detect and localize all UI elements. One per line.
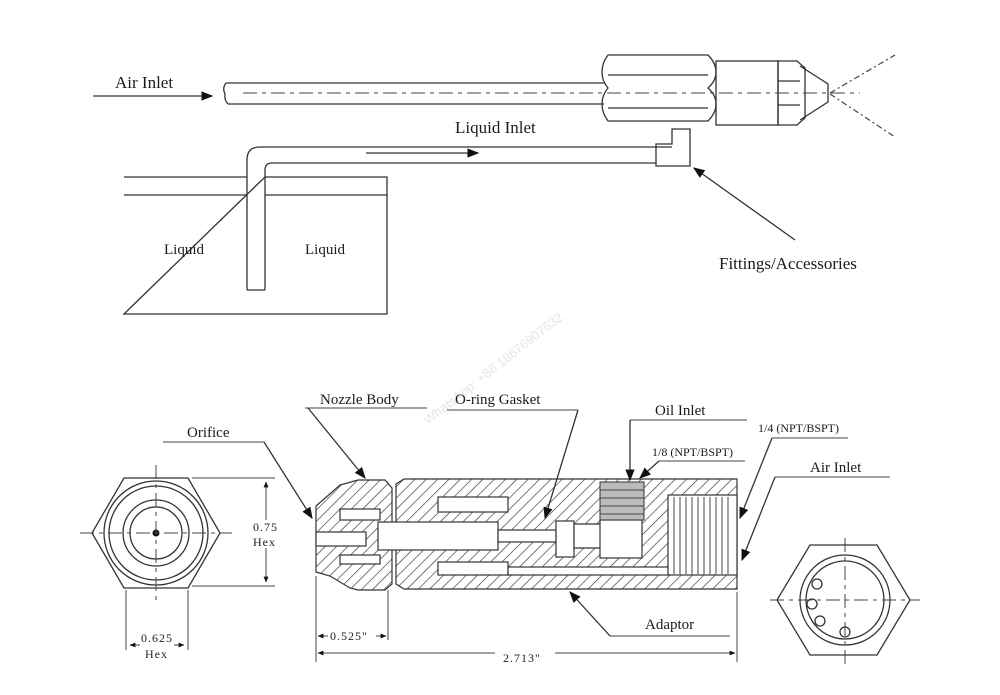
liquid-pipe bbox=[246, 146, 672, 291]
air-pipe bbox=[223, 82, 860, 105]
air-thread-lines bbox=[673, 497, 729, 574]
liquid-tank bbox=[122, 176, 388, 315]
nozzle-body-label: Nozzle Body bbox=[320, 392, 399, 408]
adaptor-leader bbox=[569, 591, 611, 637]
dimension-hex-width bbox=[125, 590, 189, 650]
hex-end-view-rear bbox=[770, 538, 920, 665]
nozzle-length-value: 0.525" bbox=[330, 629, 368, 643]
liquid-inlet-label: Liquid Inlet bbox=[455, 118, 536, 137]
oil-thread-leader bbox=[639, 460, 660, 479]
bottom-diagram: 0.75 Hex 0.625 Hex Orifice bbox=[80, 392, 920, 665]
nozzle-body-leader bbox=[307, 407, 366, 479]
air-inlet-leader-bottom bbox=[741, 476, 776, 562]
hex-end-view-front bbox=[80, 465, 232, 600]
dimension-lengths bbox=[315, 576, 738, 662]
fitting bbox=[655, 128, 691, 167]
o-ring-gasket-leader bbox=[543, 409, 579, 520]
spray-line-lower bbox=[829, 93, 896, 138]
air-inlet-thread bbox=[667, 494, 738, 576]
liquid-label-right: Liquid bbox=[305, 242, 345, 258]
fittings-leader bbox=[693, 167, 796, 241]
oil-inlet-label: Oil Inlet bbox=[655, 403, 706, 419]
hex-height-unit: Hex bbox=[253, 535, 276, 549]
nozzle-nut bbox=[601, 54, 829, 126]
spray-line-upper bbox=[829, 54, 896, 94]
fittings-label: Fittings/Accessories bbox=[719, 254, 857, 273]
liquid-label-left: Liquid bbox=[164, 242, 204, 258]
top-diagram: Air Inlet Liquid Inl bbox=[93, 54, 896, 315]
adaptor-label: Adaptor bbox=[645, 617, 694, 633]
hex-width-unit: Hex bbox=[145, 647, 168, 661]
hex-height-value: 0.75 bbox=[253, 520, 278, 534]
nozzle-cross-section bbox=[315, 478, 738, 591]
oil-thread-spec-label: 1/8 (NPT/BSPT) bbox=[652, 445, 733, 459]
hex-width-value: 0.625 bbox=[141, 631, 173, 645]
dimension-hex-height bbox=[192, 477, 275, 587]
orifice-leader bbox=[263, 441, 313, 519]
o-ring-gasket-label: O-ring Gasket bbox=[455, 392, 541, 408]
orifice-label: Orifice bbox=[187, 425, 230, 441]
air-inlet-label-bottom: Air Inlet bbox=[810, 460, 862, 476]
total-length-value: 2.713" bbox=[503, 651, 541, 665]
air-thread-spec-label: 1/4 (NPT/BSPT) bbox=[758, 421, 839, 435]
air-thread-leader bbox=[739, 437, 773, 520]
air-inlet-label: Air Inlet bbox=[115, 73, 173, 92]
